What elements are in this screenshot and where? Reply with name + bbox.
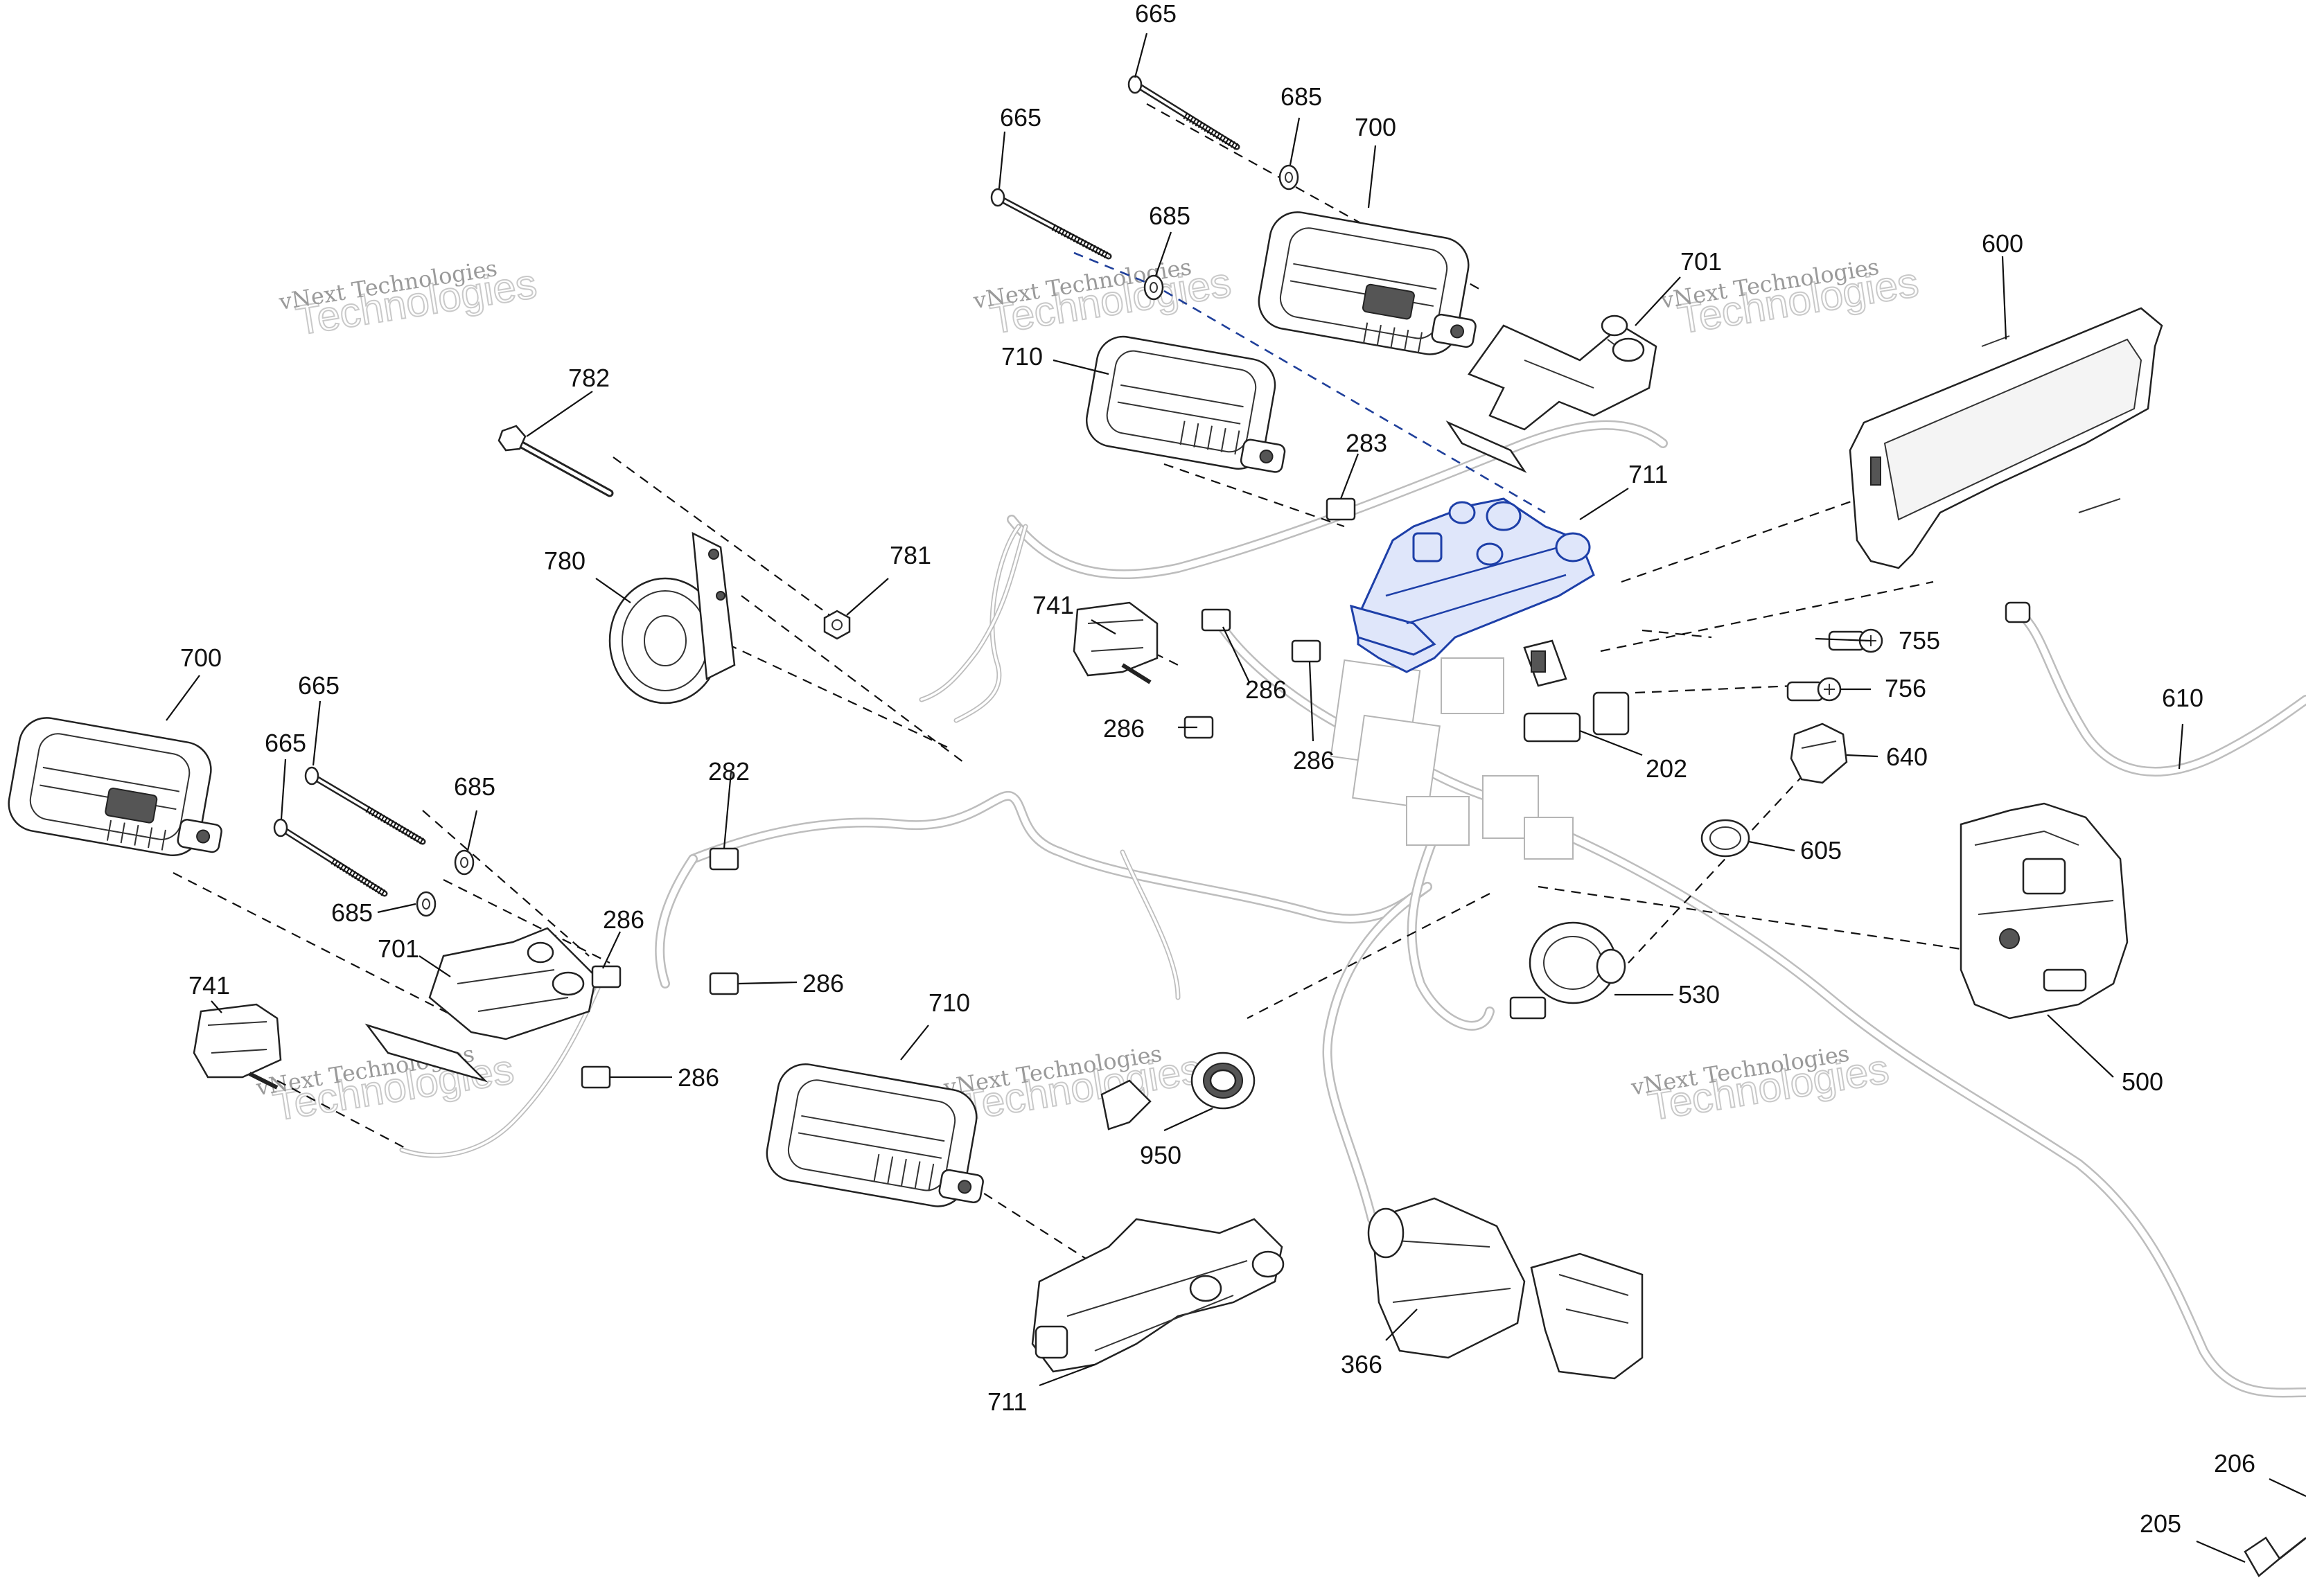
switch-pack-500 (1960, 802, 2129, 1020)
key-switch-756 (1786, 677, 1842, 702)
mounting-bracket-701-top (1445, 314, 1657, 473)
label-701: 701 (1680, 247, 1722, 276)
label-665: 665 (265, 729, 306, 757)
amplifier-module-700-left (8, 717, 222, 857)
speaker-connector-741-top (1073, 601, 1159, 684)
label-286: 286 (1245, 675, 1287, 704)
label-711: 711 (1628, 460, 1668, 488)
label-605: 605 (1800, 836, 1842, 864)
speaker-connector-741-left (193, 1003, 282, 1090)
grommet-605 (1700, 819, 1750, 858)
label-286: 286 (802, 969, 844, 998)
label-610: 610 (2162, 684, 2203, 712)
label-665: 665 (298, 671, 340, 700)
label-640: 640 (1886, 743, 1928, 771)
label-741: 741 (1032, 591, 1074, 619)
bolt-665-left-lower (273, 818, 388, 897)
label-286: 286 (1293, 746, 1335, 774)
label-286: 286 (678, 1063, 719, 1092)
washer-685-top (1278, 164, 1299, 190)
label-282: 282 (708, 757, 750, 786)
bolt-665-top (1127, 75, 1240, 150)
leader-lines (166, 33, 2306, 1563)
harness-relay-cluster (1330, 657, 1574, 860)
label-685: 685 (1280, 82, 1322, 111)
label-741: 741 (188, 971, 230, 1000)
watermark: Technologies vNext Technologies (1629, 1040, 1893, 1130)
label-701: 701 (378, 934, 419, 963)
label-685: 685 (1149, 202, 1190, 230)
washer-685-left-upper (454, 849, 475, 876)
watermark: Technologies vNext Technologies (941, 1040, 1205, 1130)
label-781: 781 (890, 541, 931, 569)
label-600: 600 (1982, 229, 2023, 258)
connector-clip-282 (709, 847, 739, 871)
label-700: 700 (180, 644, 222, 672)
mounting-bracket-701-left (364, 927, 597, 1083)
label-206: 206 (2214, 1449, 2255, 1478)
harness-connector-202 (1523, 639, 1630, 743)
bolt-782 (498, 425, 614, 497)
assembly-lines (173, 103, 1962, 1296)
label-286: 286 (603, 905, 644, 934)
label-283: 283 (1346, 429, 1387, 457)
label-286: 286 (1103, 714, 1145, 743)
usb-outlet-950 (1100, 1052, 1256, 1130)
washer-685-left-lower (416, 891, 437, 917)
mounting-bracket-711-highlighted (1349, 497, 1595, 673)
label-205: 205 (2140, 1509, 2181, 1538)
display-cluster-600 (1849, 307, 2163, 569)
label-685: 685 (331, 898, 373, 927)
connector-205-206 (2244, 1536, 2306, 1577)
amplifier-module-700-top (1258, 211, 1477, 355)
label-665: 665 (1135, 0, 1177, 28)
bolt-665-left-upper (304, 766, 426, 845)
connector-clip-283 (1326, 497, 1356, 521)
ignition-switch-530 (1509, 921, 1626, 1020)
label-685: 685 (454, 772, 495, 801)
label-710: 710 (1001, 342, 1043, 371)
nut-781 (823, 610, 851, 640)
label-500: 500 (2122, 1067, 2163, 1096)
label-700: 700 (1355, 113, 1396, 141)
watermarks: Technologies vNext Technologies Technolo… (254, 254, 1922, 1130)
label-780: 780 (544, 547, 586, 575)
label-665: 665 (1000, 103, 1041, 132)
label-366: 366 (1341, 1350, 1382, 1378)
bolt-665-mid (990, 188, 1112, 260)
label-711: 711 (987, 1387, 1027, 1416)
label-755: 755 (1899, 626, 1940, 655)
washer-685-mid (1143, 274, 1164, 301)
label-710: 710 (928, 988, 970, 1017)
amplifier-module-710-bottom (766, 1063, 984, 1207)
relay-366 (1367, 1197, 1644, 1380)
label-950: 950 (1140, 1141, 1181, 1169)
horn-780 (608, 531, 736, 704)
label-782: 782 (568, 364, 610, 392)
cable-610 (2005, 601, 2306, 777)
label-756: 756 (1885, 674, 1926, 702)
amplifier-module-710-top (1085, 335, 1286, 473)
wiring-harness (399, 420, 2306, 1398)
watermark: Technologies vNext Technologies (276, 255, 540, 345)
harness-clips-286 (581, 608, 1321, 1089)
label-202: 202 (1646, 754, 1687, 783)
watermark: Technologies vNext Technologies (971, 254, 1235, 344)
connector-plug-640 (1790, 722, 1848, 784)
part-labels: 665 665 685 685 700 701 710 283 711 600 … (180, 0, 2255, 1538)
mounting-bracket-711-bottom (1031, 1218, 1285, 1373)
label-530: 530 (1678, 980, 1720, 1009)
